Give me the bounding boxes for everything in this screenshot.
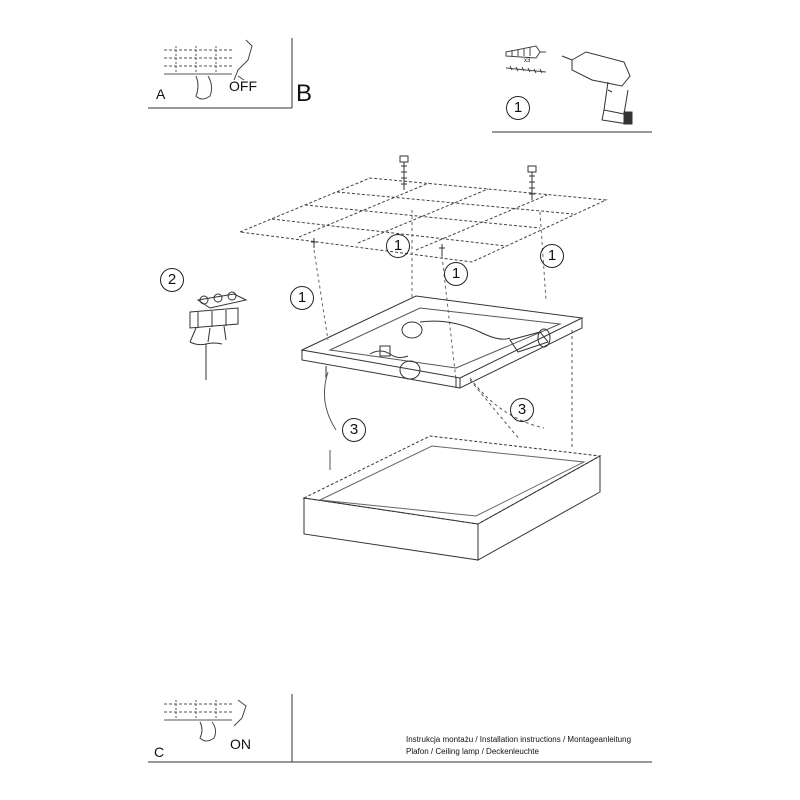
panel-a-hand-icon [195,75,213,100]
panel-c-letter: C [154,744,165,760]
cover-step-left: 3 [342,418,366,442]
ceiling-step-1: 1 [386,234,410,258]
wall-plug-icon [505,45,546,59]
frame-components [325,320,551,388]
wiring-step: 2 [160,268,184,292]
footer-line-2: Plafon / Ceiling lamp / Deckenleuchte [406,747,539,756]
lamp-cover [302,435,602,561]
panel-a-switch-icon [233,39,253,81]
ceiling-step-2: 1 [444,262,468,286]
panel-a-letter: A [156,86,166,102]
plug-quantity: x3 [524,58,531,64]
mounting-frame [300,295,584,389]
footer-line-1: Instrukcja montażu / Installation instru… [406,735,632,744]
terminal-block-icon [189,291,248,380]
ceiling-grid [238,177,608,263]
panel-a-state: OFF [229,78,257,94]
cover-guides [323,330,573,470]
panel-a-ceiling-icon [164,46,232,75]
mounting-guides [313,210,547,381]
left-step: 1 [290,286,314,310]
panel-c-ceiling-icon [164,700,232,721]
tools-step: 1 [506,96,530,120]
panel-c-state: ON [230,736,251,752]
ceiling-screws [311,155,537,256]
ceiling-step-3: 1 [540,244,564,268]
panel-c-switch-icon [233,699,247,727]
cover-step-right: 3 [510,398,534,422]
screw-icon [505,65,547,74]
panel-b-letter: B [296,80,313,107]
panel-c-hand-icon [199,721,217,742]
drill-icon [561,51,633,125]
